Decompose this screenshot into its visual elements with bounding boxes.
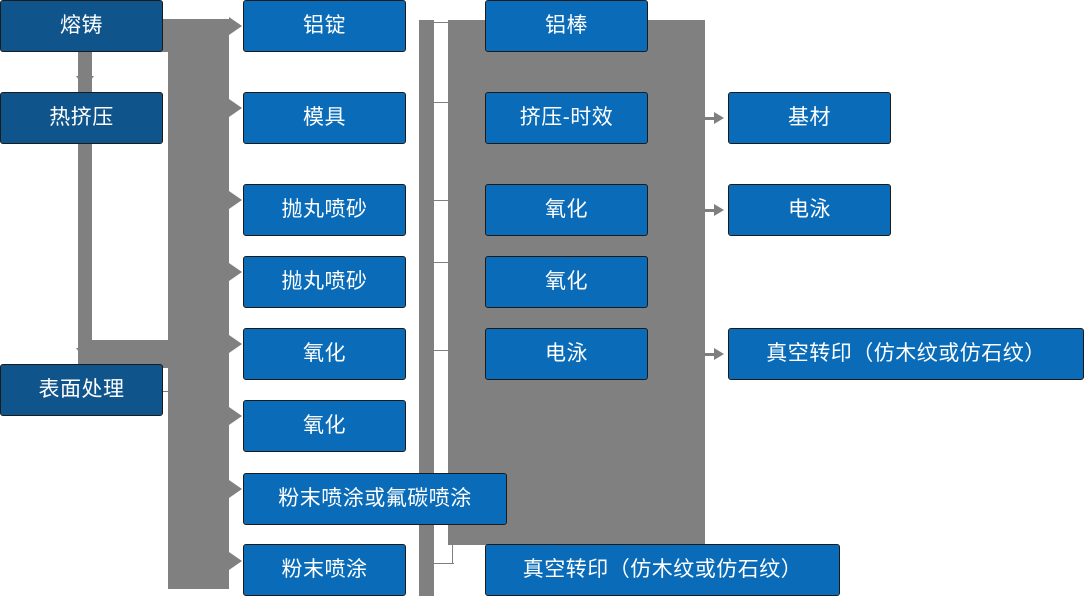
connector-tick-5	[434, 350, 454, 351]
process-box-oxidation-2[interactable]: 氧化	[243, 397, 406, 452]
output-box-electrophoresis[interactable]: 电泳	[728, 181, 891, 236]
connector-arrow-to-process-2	[229, 99, 242, 117]
process-box-mold[interactable]: 模具	[243, 89, 406, 144]
connector-arrow-to-process-1	[229, 17, 242, 35]
box-shadow	[247, 50, 402, 55]
process-label-6: 氧化	[303, 414, 346, 438]
stage-box-hot-extrusion[interactable]: 热挤压	[0, 92, 163, 147]
connector-arrow-to-stage-2	[76, 76, 94, 88]
treatment-label-1: 铝棒	[545, 14, 588, 38]
box-shadow	[247, 181, 402, 186]
process-label-8: 粉末喷涂	[281, 558, 368, 582]
stage-label-3: 表面处理	[38, 378, 125, 402]
treatment-label-2: 挤压-时效	[519, 106, 614, 130]
connector-arrow-to-process-7	[229, 480, 242, 498]
arrow-line-output-3	[703, 353, 715, 356]
connector-arrow-to-process-3	[229, 191, 242, 209]
connector-tick-3	[434, 200, 454, 201]
connector-stage3-hairline	[163, 391, 189, 392]
connector-tick-4	[434, 262, 454, 263]
connector-treatment-spine	[419, 20, 434, 596]
treatment-label-6: 真空转印（仿木纹或仿石纹）	[522, 558, 803, 582]
box-shadow	[4, 414, 159, 419]
process-box-shot-blasting-2[interactable]: 抛丸喷砂	[243, 253, 406, 308]
process-box-oxidation-1[interactable]: 氧化	[243, 325, 406, 380]
connector-arrow-to-process-5	[229, 335, 242, 353]
output-label-1: 基材	[788, 106, 831, 130]
process-box-powder-coating[interactable]: 粉末喷涂	[243, 541, 406, 596]
process-label-7: 粉末喷涂或氟碳喷涂	[278, 487, 472, 511]
arrow-head-output-1	[714, 112, 724, 124]
treatment-box-electrophoresis[interactable]: 电泳	[485, 325, 648, 380]
connector-tick-1	[434, 22, 454, 23]
treatment-label-4: 氧化	[545, 270, 588, 294]
connector-arrow-to-process-4	[229, 263, 242, 281]
box-shadow	[247, 325, 402, 330]
arrow-head-output-3	[714, 348, 724, 360]
arrow-line-output-2	[703, 209, 715, 212]
box-shadow	[247, 541, 402, 546]
box-shadow	[247, 397, 402, 402]
process-label-2: 模具	[303, 106, 346, 130]
arrow-line-output-1	[703, 117, 715, 120]
box-shadow	[732, 181, 887, 186]
connector-arrow-to-process-8	[229, 552, 242, 570]
treatment-box-oxidation-2[interactable]: 氧化	[485, 253, 648, 308]
output-label-3: 真空转印（仿木纹或仿石纹）	[766, 342, 1046, 366]
process-label-4: 抛丸喷砂	[281, 270, 368, 294]
box-shadow	[247, 89, 402, 94]
connector-process-fan	[168, 19, 229, 589]
connector-tick-6	[434, 563, 454, 564]
process-label-3: 抛丸喷砂	[281, 198, 368, 222]
treatment-box-oxidation-1[interactable]: 氧化	[485, 181, 648, 236]
treatment-box-aluminum-bar[interactable]: 铝棒	[485, 0, 648, 55]
treatment-label-5: 电泳	[545, 342, 588, 366]
arrow-head-output-2	[714, 204, 724, 216]
process-box-powder-or-fluorocarbon-coating[interactable]: 粉末喷涂或氟碳喷涂	[243, 470, 507, 525]
process-box-aluminum-ingot[interactable]: 铝锭	[243, 0, 406, 55]
process-label-1: 铝锭	[303, 14, 346, 38]
output-box-substrate[interactable]: 基材	[728, 92, 891, 147]
process-label-5: 氧化	[303, 342, 346, 366]
box-shadow	[247, 253, 402, 258]
connector-arrow-to-process-6	[229, 407, 242, 425]
treatment-box-extrusion-aging[interactable]: 挤压-时效	[485, 89, 648, 144]
treatment-box-vacuum-transfer-printing[interactable]: 真空转印（仿木纹或仿石纹）	[485, 541, 840, 596]
stage-box-surface-treatment[interactable]: 表面处理	[0, 364, 163, 419]
box-shadow	[732, 142, 887, 147]
stage-label-1: 熔铸	[60, 14, 103, 38]
treatment-label-3: 氧化	[545, 198, 588, 222]
connector-tick-2	[434, 102, 454, 103]
output-label-2: 电泳	[788, 198, 831, 222]
output-box-vacuum-transfer-printing[interactable]: 真空转印（仿木纹或仿石纹）	[728, 325, 1084, 380]
stage-label-2: 热挤压	[49, 106, 114, 130]
process-box-shot-blasting-1[interactable]: 抛丸喷砂	[243, 181, 406, 236]
box-shadow	[732, 325, 1080, 330]
stage-box-melting[interactable]: 熔铸	[0, 0, 163, 55]
